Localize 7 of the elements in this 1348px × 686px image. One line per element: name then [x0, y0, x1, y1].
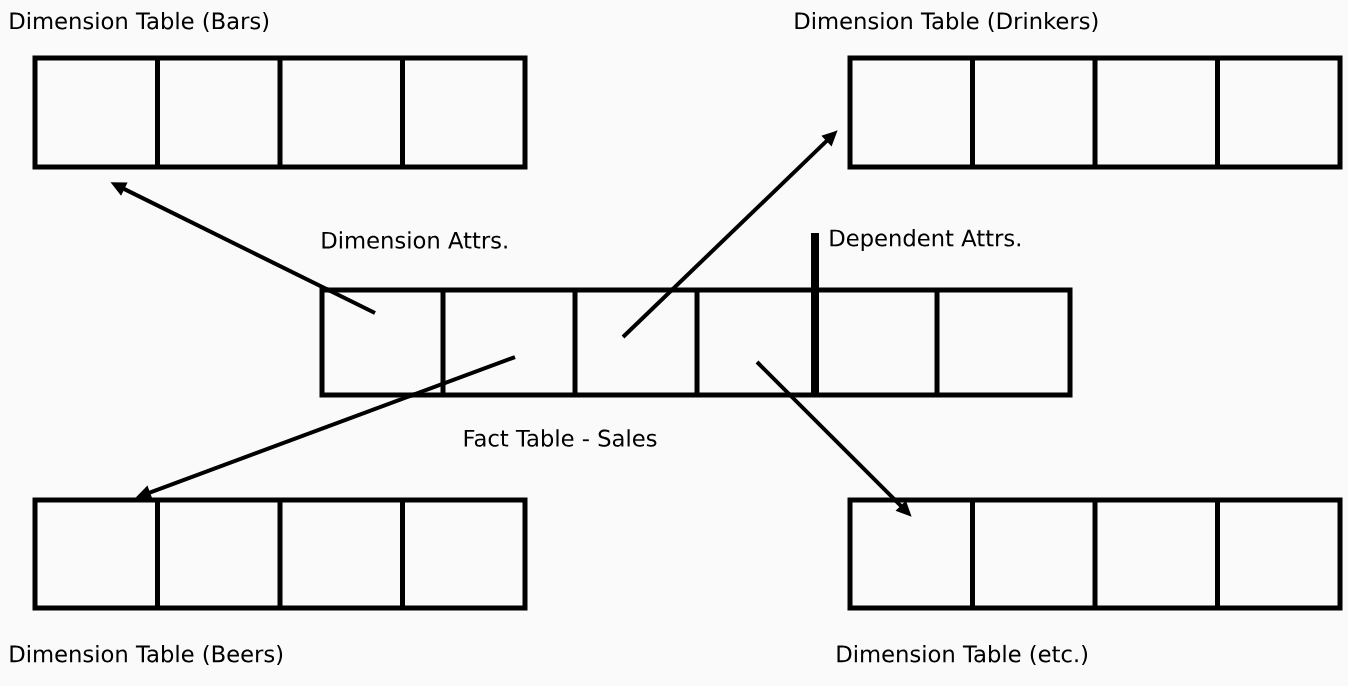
table-heading: Fact Table - Sales [464, 429, 657, 447]
table-heading: Dimension Table (Beers) [10, 644, 283, 666]
table-heading: Dimension Table (etc.) [837, 644, 1088, 666]
table-heading: Dimension Table (Drinkers) [795, 11, 1098, 33]
table-heading: Dimension Table (Bars) [10, 11, 269, 33]
annotation-label: Dependent Attrs. [830, 229, 1020, 251]
annotation-label: Dimension Attrs. [322, 231, 507, 249]
